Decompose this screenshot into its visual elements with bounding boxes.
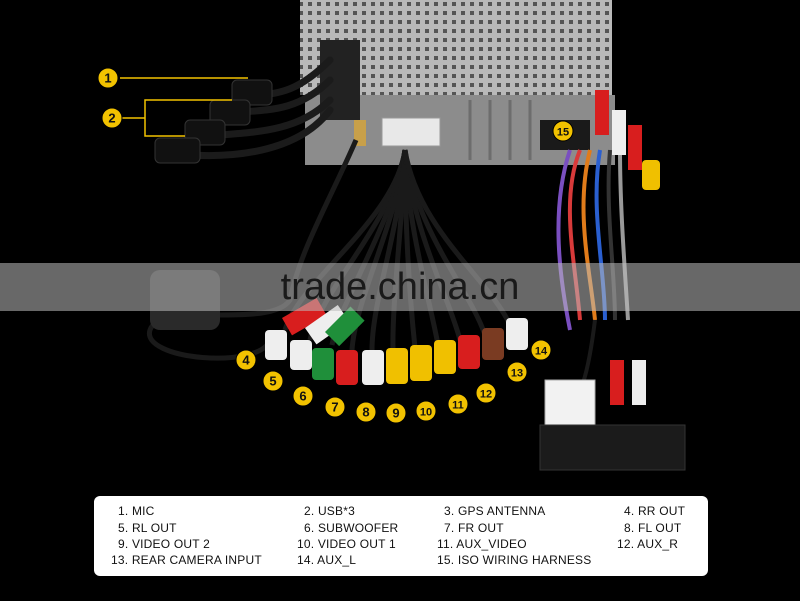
callout-11: 11 [447,393,469,415]
svg-text:4: 4 [242,353,250,368]
connector-legend: 1. MIC 2. USB*3 3. GPS ANTENNA 4. RR OUT… [94,496,708,576]
legend-item: 1. MIC [118,504,155,518]
rca-plug-aux-video [434,340,456,374]
svg-text:13: 13 [511,368,523,380]
rca-bundle-wires [282,149,513,351]
svg-text:8: 8 [362,405,369,420]
svg-text:6: 6 [299,389,306,404]
rca-plug-aux-l [506,318,528,350]
legend-item: 6. SUBWOOFER [304,521,399,535]
callout-markers: 1 2 4 5 6 7 8 9 10 11 12 13 14 15 [97,67,574,424]
svg-text:5: 5 [269,374,276,389]
rca-plug-rear-cam [482,328,504,360]
legend-item: 7. FR OUT [444,521,504,535]
callout-12: 12 [475,382,497,404]
rca-plugs [265,298,528,385]
callout-5: 5 [262,370,284,392]
rca-plug-fl [362,350,384,385]
callout-14: 14 [530,339,552,361]
rca-plug-video1 [410,345,432,381]
legend-item: 12. AUX_R [617,537,679,551]
legend-item: 8. FL OUT [624,521,682,535]
svg-text:10: 10 [420,407,432,419]
svg-text:9: 9 [392,406,399,421]
svg-text:12: 12 [480,389,492,401]
rca-plug-rl [290,305,350,370]
watermark-band [0,263,800,311]
legend-item: 10. VIDEO OUT 1 [297,537,396,551]
rca-plug-aux-r [458,335,480,369]
legend-item: 3. GPS ANTENNA [444,504,546,518]
callout-13: 13 [506,361,528,383]
callout-1: 1 [97,67,119,89]
legend-item: 11. AUX_VIDEO [437,537,527,551]
legend-item: 5. RL OUT [118,521,177,535]
callout-15: 15 [552,120,574,142]
callout-8: 8 [355,401,377,423]
rca-plug-video2 [386,348,408,384]
svg-text:7: 7 [331,400,338,415]
callout-2: 2 [101,107,123,129]
callout-10: 10 [415,400,437,422]
rca-plug-sub [312,306,365,380]
rca-plug-fr [336,350,358,385]
legend-item: 9. VIDEO OUT 2 [118,537,210,551]
legend-item: 2. USB*3 [304,504,355,518]
legend-item: 13. REAR CAMERA INPUT [111,553,262,567]
callout-leader-lines [120,77,248,137]
usb-plugs [154,79,273,164]
svg-text:14: 14 [535,346,548,358]
legend-item: 14. AUX_L [297,553,357,567]
callout-9: 9 [385,402,407,424]
svg-text:15: 15 [557,127,569,139]
svg-text:1: 1 [104,71,111,86]
svg-text:11: 11 [452,400,464,412]
callout-6: 6 [292,385,314,407]
callout-7: 7 [324,396,346,418]
watermark-text: trade.china.cn [280,266,520,308]
callout-4: 4 [235,349,257,371]
svg-text:2: 2 [108,111,115,126]
legend-item: 15. ISO WIRING HARNESS [437,553,592,567]
legend-item: 4. RR OUT [624,504,686,518]
